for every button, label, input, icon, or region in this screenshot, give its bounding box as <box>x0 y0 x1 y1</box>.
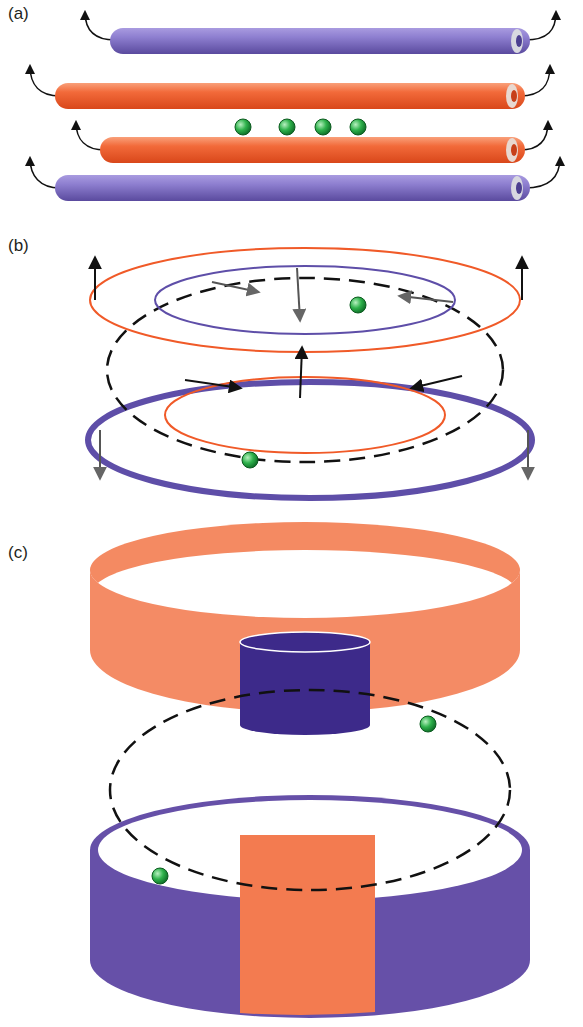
panel-label: (c) <box>8 543 28 563</box>
ion <box>242 297 366 468</box>
ion-orbit <box>107 278 503 462</box>
cylinder-trap <box>90 522 530 1018</box>
ring-electrode <box>155 266 455 334</box>
lower-center-electrode <box>240 835 375 1015</box>
upper-center-top <box>240 632 370 652</box>
ring-trap <box>88 248 532 498</box>
ion-orbit <box>110 690 510 890</box>
ring-electrode <box>88 382 532 498</box>
panel-label: (b) <box>8 236 29 256</box>
field-arrows <box>95 258 528 478</box>
ion-chain <box>235 119 366 135</box>
rod-electrode <box>55 175 530 201</box>
rod-electrode <box>110 28 530 54</box>
ring-electrode <box>90 248 520 352</box>
lower-ring-electrode <box>90 795 530 1018</box>
rod-electrode <box>100 137 525 163</box>
rod-electrode <box>55 83 525 109</box>
ring-electrode <box>165 377 445 453</box>
panel-label: (a) <box>8 4 29 24</box>
linear-trap <box>30 12 560 201</box>
field-arrows <box>30 12 560 188</box>
ion <box>152 716 436 884</box>
upper-center-electrode <box>240 642 370 735</box>
